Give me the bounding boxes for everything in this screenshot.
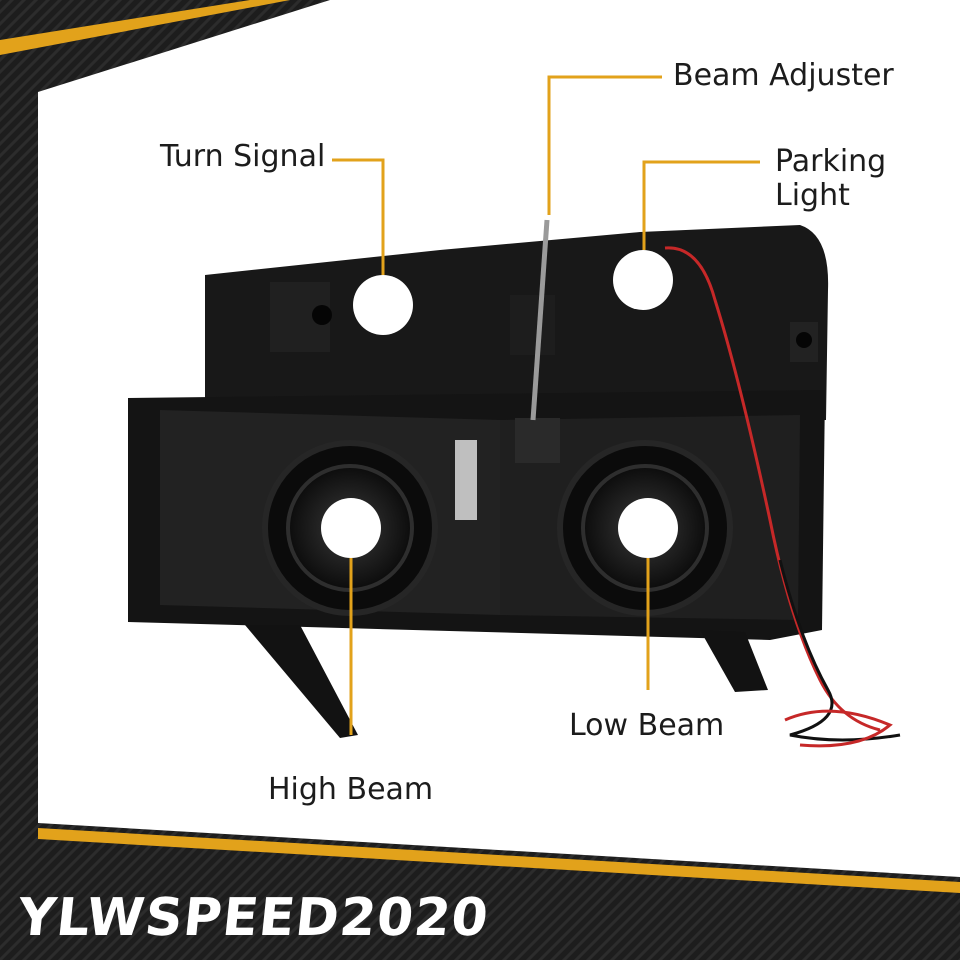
label-parking-light: Parking Light [775,144,887,213]
accent-stripe-bottom [38,828,960,893]
headlight-housing [128,219,901,748]
leader-turn-signal [332,158,385,275]
brand-logo: YLWSPEED2020 [14,888,492,948]
label-turn-signal: Turn Signal [160,139,326,174]
label-beam-adjuster: Beam Adjuster [673,58,894,93]
leader-parking-light [642,160,760,250]
label-high-beam: High Beam [268,772,434,807]
callout-leaders [332,75,760,735]
label-low-beam: Low Beam [569,708,725,743]
accent-stripe-top [0,0,290,55]
leader-beam-adjuster [547,75,662,215]
